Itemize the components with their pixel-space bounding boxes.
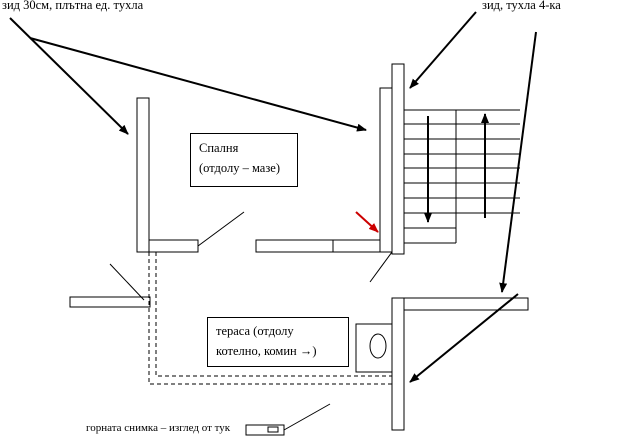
label-wall-30cm: зид 30см, плътна ед. тухла (2, 0, 144, 12)
pointer-arrow-brick-wall (409, 11, 477, 89)
bedroom-label-line1: Спалня (199, 141, 239, 155)
pointer-arrow-left-wall (9, 17, 129, 135)
label-wall-brick-4: зид, тухла 4-ка (482, 0, 561, 12)
terrace-label-line1: тераса (отдолу (216, 324, 294, 338)
terrace-label-box: тераса (отдолу котелно, комин →) (207, 317, 349, 367)
bedroom-bottom-wall-right (255, 239, 393, 253)
pointer-arrow-terrace-wall (409, 293, 519, 383)
pointer-arrow-mid-wall (29, 37, 367, 132)
red-pointer-arrow (355, 211, 379, 233)
door-swing-left (109, 263, 145, 301)
left-stub-wall (69, 296, 151, 308)
chimney-icon (369, 333, 387, 359)
bedroom-right-wall (379, 87, 393, 253)
door-swing-right (369, 251, 393, 283)
door-swing-terrace (283, 403, 331, 431)
bedroom-bottom-wall-left (148, 239, 199, 253)
terrace-label-line2: котелно, комин →) (216, 344, 317, 358)
outer-brick-wall (391, 63, 405, 255)
door-swing-bedroom (197, 211, 245, 247)
pointer-arrow-terrace-ledge (499, 31, 537, 293)
bedroom-label-line2: (отдолу – мазе) (199, 161, 280, 175)
pipe-route (148, 252, 392, 385)
caption-viewpoint: горната снимка – изглед от тук (86, 422, 231, 434)
bedroom-label-box: Спалня (отдолу – мазе) (190, 133, 298, 187)
staircase (404, 109, 520, 244)
terrace-right-wall (391, 297, 405, 431)
left-wall (136, 97, 150, 253)
